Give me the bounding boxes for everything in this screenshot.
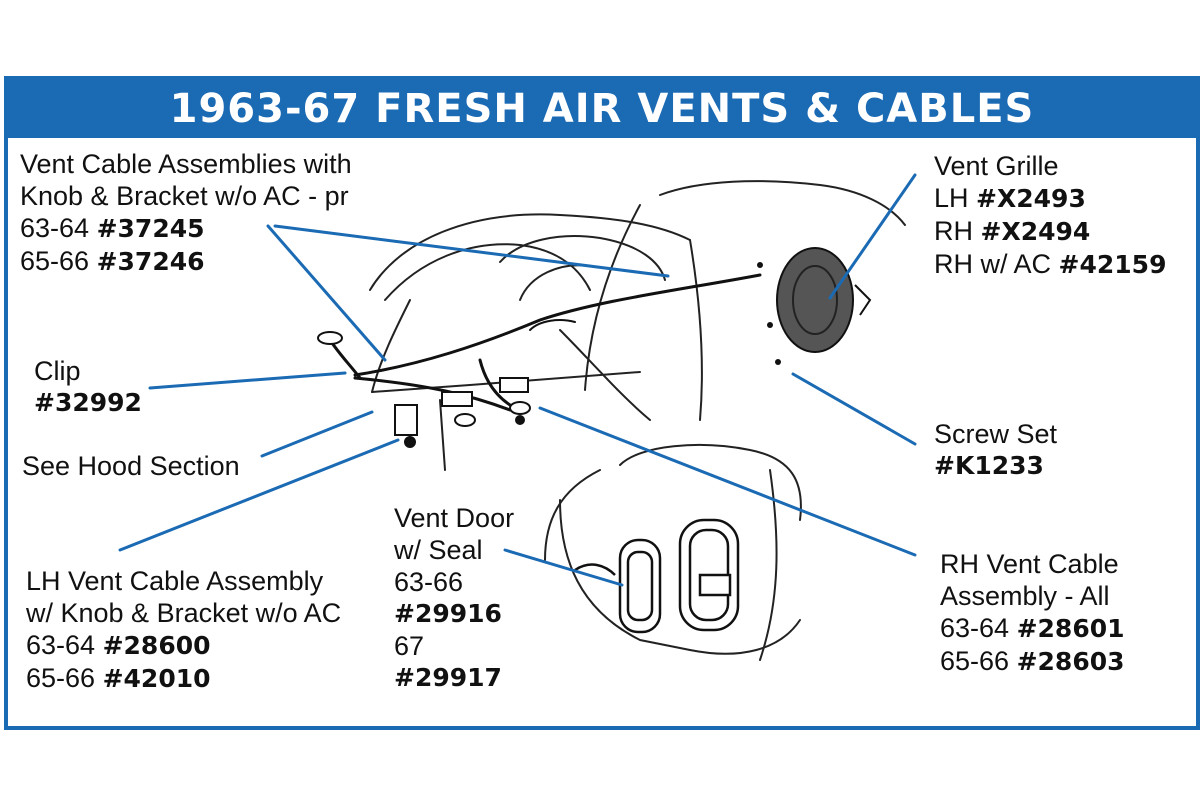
- callout-text: Vent Door: [394, 503, 515, 533]
- vent-door-sketch: [574, 518, 740, 634]
- callout-line: RH w/ AC #42159: [934, 248, 1166, 281]
- year-range: 63-66: [394, 567, 464, 597]
- callout-text: See Hood Section: [22, 451, 240, 481]
- callout-text: Knob & Bracket w/o AC - pr: [20, 181, 349, 211]
- part-number: #K1233: [934, 451, 1044, 480]
- part-number: #37245: [96, 214, 205, 243]
- callout-text: Screw Set: [934, 419, 1058, 449]
- leader-hood: [260, 410, 374, 458]
- side-label: RH: [934, 216, 973, 246]
- part-number: #28603: [1016, 647, 1125, 676]
- callout-hood-section: See Hood Section: [22, 450, 240, 482]
- knob-bracket-sketch: [317, 331, 531, 448]
- part-number: #32992: [34, 388, 142, 417]
- year-range: 63-64: [20, 213, 90, 243]
- callout-vent-grille: Vent Grille LH #X2493 RH #X2494 RH w/ AC…: [934, 150, 1166, 281]
- part-number: #29917: [394, 663, 502, 692]
- callout-clip: Clip #32992: [34, 355, 142, 419]
- vent-grille-sketch: [757, 247, 872, 365]
- part-number: #28601: [1016, 614, 1125, 643]
- callout-line: 63-64 #28600: [26, 629, 341, 662]
- callout-vent-door: Vent Door w/ Seal 63-66 #29916 67 #29917: [394, 502, 514, 694]
- part-number: #42010: [102, 664, 211, 693]
- part-number: #37246: [96, 247, 205, 276]
- diagram-frame: 1963-67 FRESH AIR VENTS & CABLES: [4, 76, 1200, 730]
- part-number: #42159: [1058, 250, 1167, 279]
- callout-text: w/ Knob & Bracket w/o AC: [26, 598, 342, 628]
- year-range: 65-66: [20, 246, 90, 276]
- part-number: #28600: [102, 631, 211, 660]
- diagram-title: 1963-67 FRESH AIR VENTS & CABLES: [169, 86, 1035, 132]
- title-banner: 1963-67 FRESH AIR VENTS & CABLES: [8, 80, 1196, 138]
- leader-vent-grille: [828, 173, 917, 300]
- leader-rh-cable: [538, 406, 917, 557]
- year-range: 65-66: [940, 646, 1010, 676]
- dash-sketch: [369, 180, 906, 661]
- leader-lh-cable: [118, 438, 400, 552]
- callout-text: Vent Cable Assemblies with: [20, 149, 352, 179]
- year-range: 63-64: [26, 630, 96, 660]
- leader-vent-door: [503, 548, 624, 587]
- callout-line: 65-66 #42010: [26, 662, 341, 695]
- side-label: LH: [934, 183, 969, 213]
- leader-vent-cable-left: [266, 224, 387, 362]
- callout-line: LH #X2493: [934, 182, 1166, 215]
- leader-clip: [148, 371, 347, 390]
- callout-line: 63-64 #28601: [940, 612, 1125, 645]
- leader-lines: [118, 173, 917, 587]
- callout-text: w/ Seal: [394, 535, 483, 565]
- vent-cable-sketch: [328, 273, 762, 412]
- callout-text: Clip: [34, 356, 81, 386]
- part-number: #X2494: [980, 217, 1091, 246]
- callout-text: LH Vent Cable Assembly: [26, 566, 324, 596]
- callout-text: Assembly - All: [940, 581, 1110, 611]
- callout-text: Vent Grille: [934, 151, 1059, 181]
- callout-line: 65-66 #28603: [940, 645, 1125, 678]
- callout-vent-cable-assemblies: Vent Cable Assemblies with Knob & Bracke…: [20, 148, 352, 278]
- callout-line: 65-66 #37246: [20, 245, 352, 278]
- year-range: 63-64: [940, 613, 1010, 643]
- callout-screw-set: Screw Set #K1233: [934, 418, 1057, 482]
- year-range: 65-66: [26, 663, 96, 693]
- callout-line: 63-64 #37245: [20, 212, 352, 245]
- part-number: #29916: [394, 599, 502, 628]
- callout-rh-vent-cable: RH Vent Cable Assembly - All 63-64 #2860…: [940, 548, 1125, 678]
- callout-lh-vent-cable: LH Vent Cable Assembly w/ Knob & Bracket…: [26, 565, 341, 695]
- leader-screw-set: [791, 372, 917, 446]
- leader-vent-cable-right: [273, 224, 670, 278]
- year-range: 67: [394, 631, 425, 661]
- side-label: RH w/ AC: [934, 249, 1052, 279]
- callout-text: RH Vent Cable: [940, 549, 1119, 579]
- callout-line: RH #X2494: [934, 215, 1166, 248]
- part-number: #X2493: [976, 184, 1086, 213]
